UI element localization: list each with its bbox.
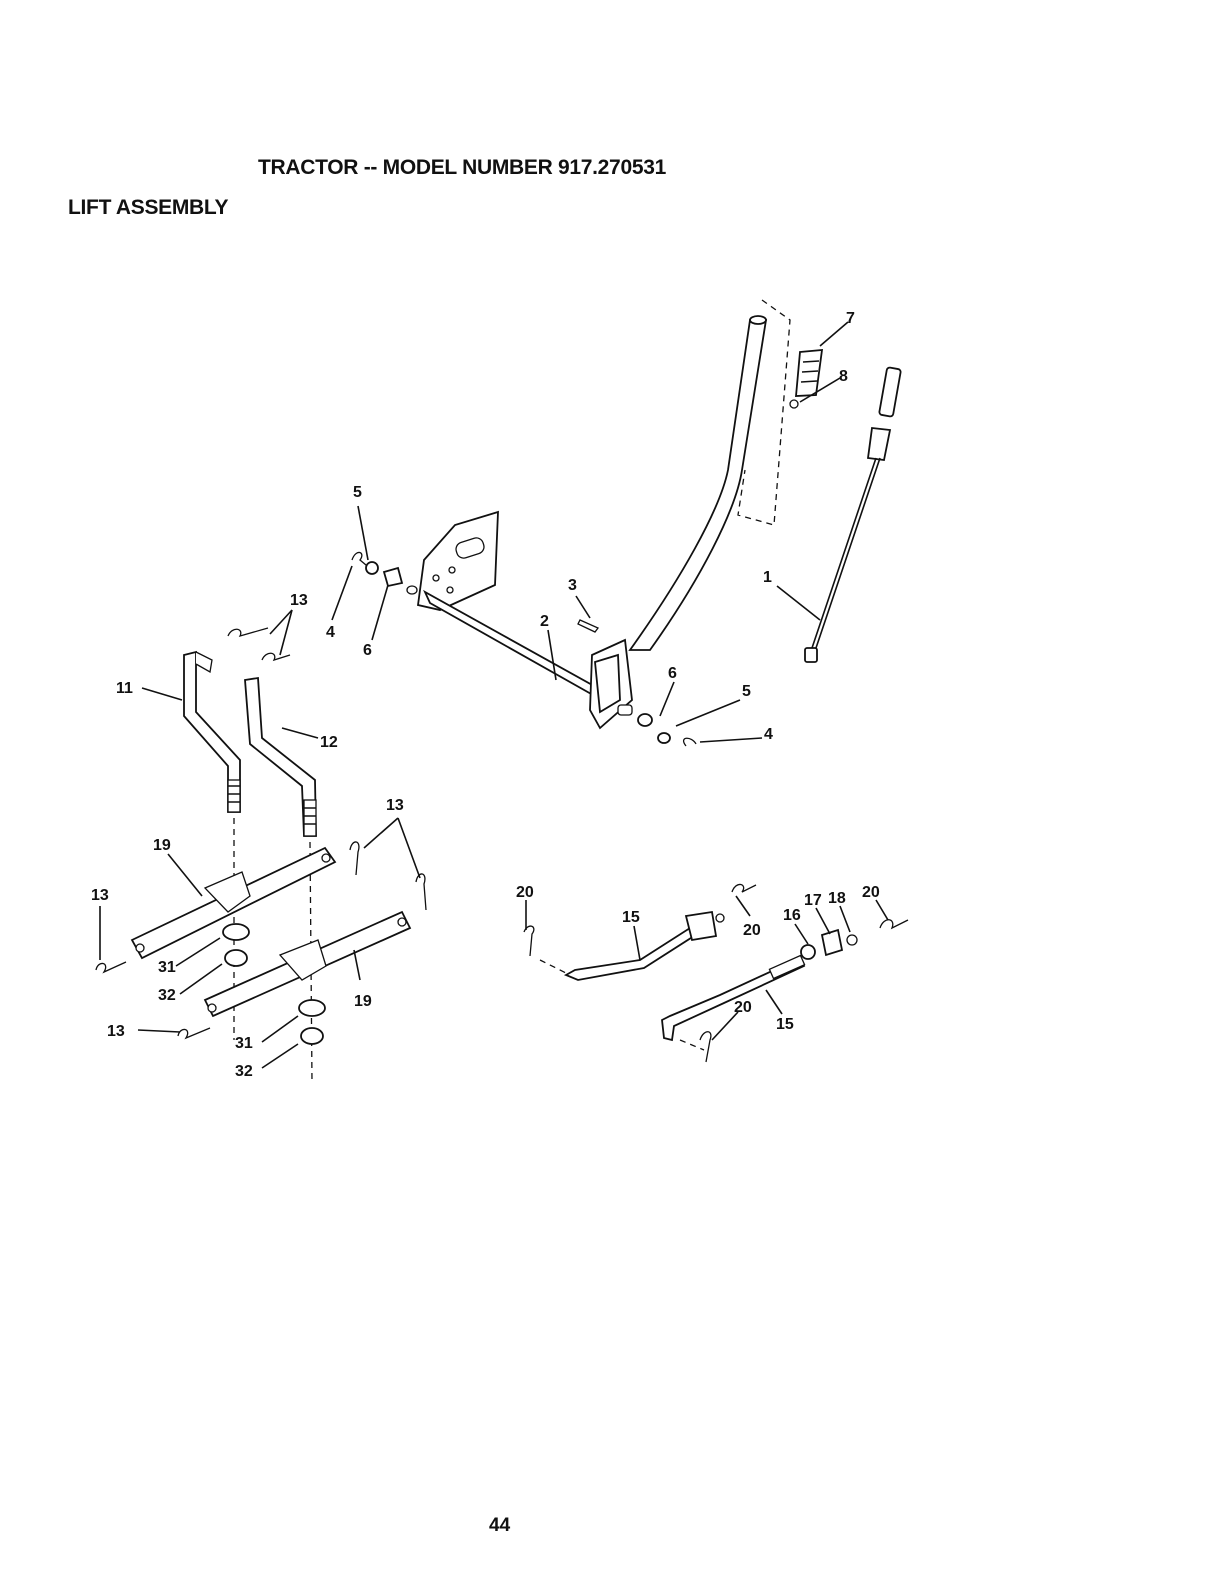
callout-16: 16 [783, 907, 801, 924]
callout-32-lower: 32 [235, 1063, 253, 1080]
callout-6-right: 6 [668, 665, 677, 682]
callout-1: 1 [763, 569, 772, 586]
mounting-bracket [416, 510, 499, 611]
lift-shaft [423, 589, 633, 730]
callout-18: 18 [828, 890, 846, 907]
callout-13-b: 13 [386, 797, 404, 814]
hardware-right [577, 619, 697, 747]
callout-4-right: 4 [764, 726, 773, 743]
callout-12: 12 [320, 734, 338, 751]
callout-31-lower: 31 [235, 1035, 253, 1052]
adjustment-rod-upper [563, 910, 725, 981]
trunnion-hardware [523, 883, 909, 1063]
lift-cable [804, 366, 902, 663]
callout-5-left: 5 [353, 484, 362, 501]
callout-4-left: 4 [326, 624, 335, 641]
callout-13-d: 13 [107, 1023, 125, 1040]
washers-nuts [222, 923, 326, 1045]
callout-11: 11 [116, 680, 133, 697]
callout-20-d: 20 [734, 999, 752, 1016]
lift-arm-upper [130, 846, 337, 960]
callout-15-lower: 15 [776, 1016, 794, 1033]
callout-5-right: 5 [742, 683, 751, 700]
callout-20-b: 20 [743, 922, 761, 939]
callout-31-upper: 31 [158, 959, 176, 976]
handle-outline-dashed [737, 299, 791, 526]
lift-link-11 [183, 650, 241, 813]
hardware-left [351, 551, 418, 595]
callout-19-lower: 19 [354, 993, 372, 1010]
callout-17: 17 [804, 892, 822, 909]
callout-32-upper: 32 [158, 987, 176, 1004]
callout-8: 8 [839, 368, 848, 385]
page-title: TRACTOR -- MODEL NUMBER 917.270531 [258, 156, 666, 179]
callout-labels: 7 8 1 3 2 5 4 6 13 11 12 6 5 4 13 19 13 … [91, 310, 880, 1080]
page-number: 44 [489, 1515, 511, 1536]
hairpin-clips [95, 627, 427, 1040]
lift-arm-lower [203, 910, 412, 1018]
callout-13-a: 13 [290, 592, 308, 609]
rod-alignment-line-2 [679, 1039, 705, 1051]
callout-20-a: 20 [516, 884, 534, 901]
callout-3: 3 [568, 577, 577, 594]
lift-link-12 [244, 676, 317, 837]
callout-7: 7 [846, 310, 855, 327]
section-title: LIFT ASSEMBLY [68, 196, 229, 219]
callout-15-upper: 15 [622, 909, 640, 926]
callout-13-c: 13 [91, 887, 109, 904]
adjustment-rod-lower [661, 954, 806, 1042]
leader-lines [99, 321, 889, 1069]
callout-20-c: 20 [862, 884, 880, 901]
lift-handle [628, 315, 768, 651]
callout-19-upper: 19 [153, 837, 171, 854]
rod-alignment-line [539, 959, 569, 975]
handle-grip [789, 349, 824, 409]
callout-6-left: 6 [363, 642, 372, 659]
callout-2: 2 [540, 613, 549, 630]
